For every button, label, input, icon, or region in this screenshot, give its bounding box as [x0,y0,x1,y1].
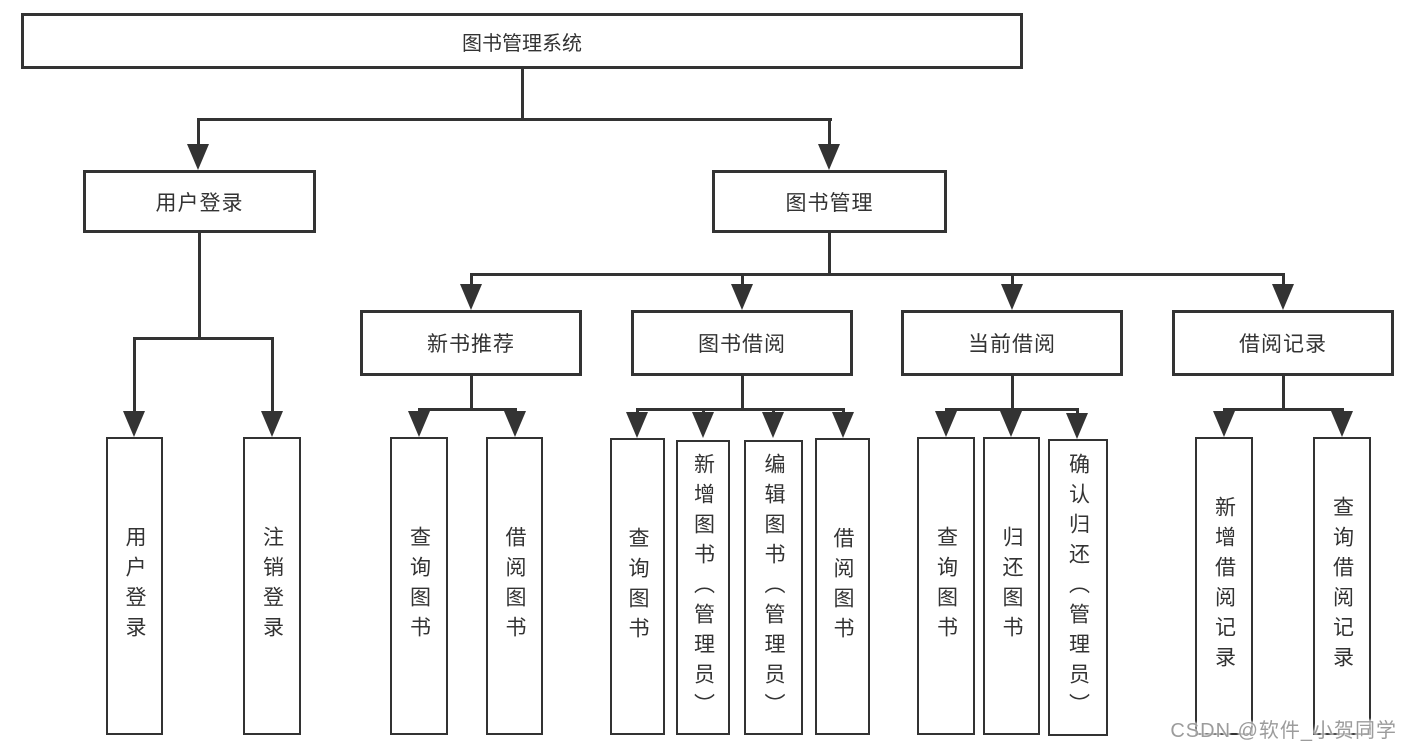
arrowhead-icon [1066,413,1088,439]
arrowhead-icon [187,144,209,170]
node-book-management: 图书管理 [712,170,947,233]
connector-drop [271,337,274,413]
leaf-cb-query-books: 查询图书 [917,437,975,735]
leaf-cb-confirm-return-admin: 确认归还（管理员） [1048,439,1108,736]
connector-drop [702,408,705,415]
node-label: 归还图书 [1000,526,1023,646]
connector-user-login-rail [133,337,274,340]
node-label: 当前借阅 [968,333,1056,356]
node-label: 图书借阅 [698,333,786,356]
arrowhead-icon [1000,411,1022,437]
connector-drop [1076,408,1079,415]
connector-drop [1282,273,1285,287]
leaf-cb-return-books: 归还图书 [983,437,1040,735]
node-label: 借阅记录 [1239,333,1327,356]
node-current-borrowing: 当前借阅 [901,310,1123,376]
node-label: 查询图书 [626,526,649,647]
connector-group3-stem [1011,376,1014,408]
leaf-logout-login: 注销登录 [243,437,301,735]
connector-drop [470,273,473,287]
node-label: 新书推荐 [427,333,515,356]
arrowhead-icon [261,411,283,437]
arrowhead-icon [1001,284,1023,310]
leaf-nbr-borrow-books: 借阅图书 [486,437,543,735]
node-label: 图书管理 [785,191,874,215]
connector-root-stem [521,69,524,118]
connector-drop [772,408,775,415]
arrowhead-icon [818,144,840,170]
arrowhead-icon [460,284,482,310]
node-label: 确认归还（管理员） [1066,452,1090,723]
connector-drop [197,118,200,146]
arrowhead-icon [762,412,784,438]
node-label: 注销登录 [260,526,284,646]
connector-group1-rail [418,408,517,411]
node-user-login: 用户登录 [83,170,316,233]
arrowhead-icon [626,412,648,438]
arrowhead-icon [504,411,526,437]
connector-group2-rail [636,408,845,411]
node-book-borrowing: 图书借阅 [631,310,853,376]
arrowhead-icon [1272,284,1294,310]
connector-drop [1011,273,1014,287]
csdn-watermark: CSDN @软件_小贺同学 [1170,720,1397,742]
node-label: 借阅图书 [503,526,526,646]
arrowhead-icon [1213,411,1235,437]
connector-drop [828,118,831,146]
node-label: 用户登录 [155,191,244,215]
node-label: 用户登录 [123,526,146,646]
node-library-system: 图书管理系统 [21,13,1023,69]
node-label: 编辑图书（管理员） [762,452,785,723]
leaf-bb-add-books-admin: 新增图书（管理员） [676,440,730,735]
connector-drop [741,273,744,287]
leaf-bb-borrow-books: 借阅图书 [815,438,870,735]
node-label: 查询图书 [934,526,958,646]
connector-drop [636,408,639,415]
leaf-br-query-record: 查询借阅记录 [1313,437,1371,735]
node-label: 查询借阅记录 [1330,496,1354,676]
connector-group4-rail [1223,408,1344,411]
node-new-book-recommendation: 新书推荐 [360,310,582,376]
connector-drop [133,337,136,413]
connector-group2-stem [741,376,744,408]
connector-book-mgmt-stem [828,233,831,273]
arrowhead-icon [832,412,854,438]
node-label: 图书管理系统 [462,32,582,55]
arrowhead-icon [123,411,145,437]
node-label: 新增图书（管理员） [691,452,715,723]
connector-drop [842,408,845,415]
arrowhead-icon [935,411,957,437]
connector-root-rail [197,118,832,121]
arrowhead-icon [1331,411,1353,437]
leaf-user-login: 用户登录 [106,437,163,735]
leaf-bb-query-books: 查询图书 [610,438,665,735]
node-borrowing-records: 借阅记录 [1172,310,1394,376]
connector-user-login-stem [198,233,201,337]
arrowhead-icon [408,411,430,437]
leaf-nbr-query-books: 查询图书 [390,437,448,735]
connector-group1-stem [470,376,473,408]
node-label: 新增借阅记录 [1212,496,1236,676]
connector-group4-stem [1282,376,1285,408]
leaf-bb-edit-books-admin: 编辑图书（管理员） [744,440,803,735]
node-label: 借阅图书 [831,526,854,647]
connector-book-mgmt-rail [470,273,1284,276]
arrowhead-icon [731,284,753,310]
node-label: 查询图书 [407,526,431,646]
leaf-br-add-record: 新增借阅记录 [1195,437,1253,735]
arrowhead-icon [692,412,714,438]
